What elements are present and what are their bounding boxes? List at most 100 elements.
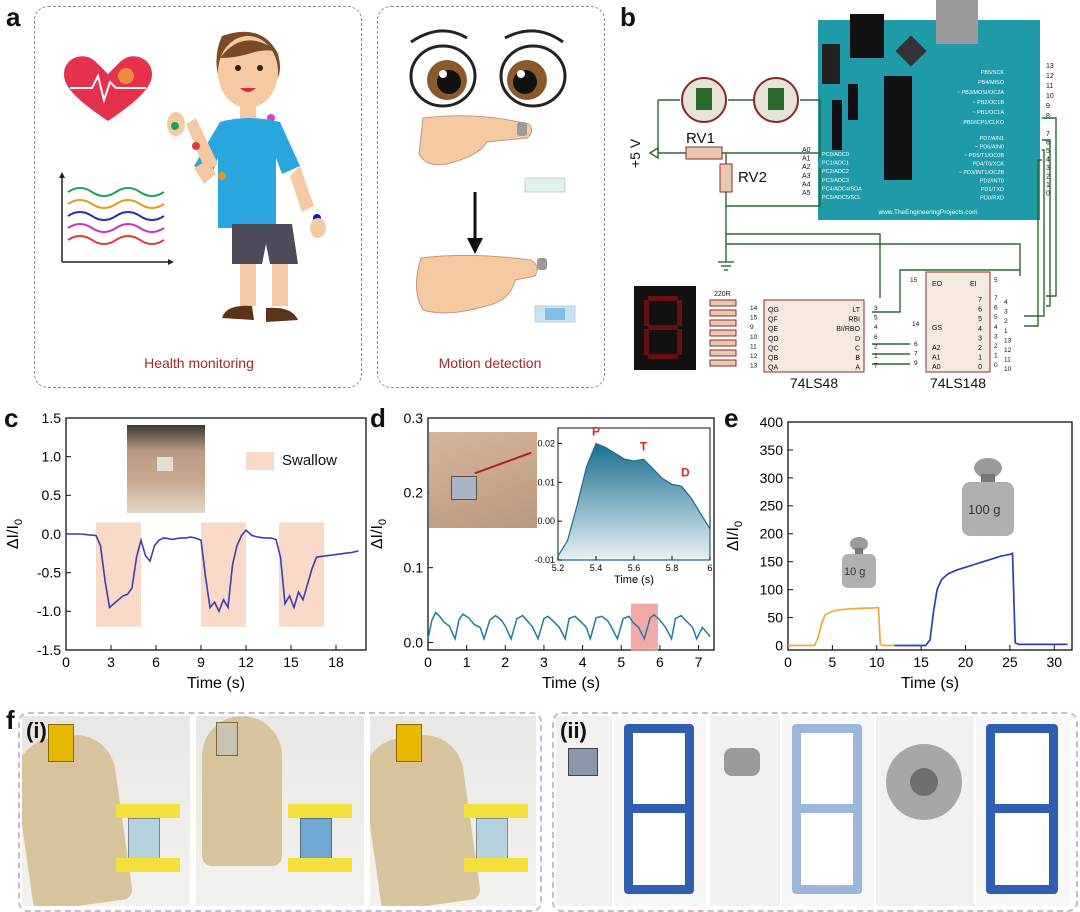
- encoder-pin-number: 2: [1004, 318, 1008, 325]
- weight-photo-100g: [876, 716, 974, 906]
- signal-waveforms-icon: [59, 172, 174, 265]
- decoder-pin-number: 14: [750, 305, 758, 312]
- highlight-region: [630, 603, 658, 651]
- decoder-pin-number: 3: [874, 305, 878, 312]
- circuit-schematic: A0PC0/ADC0A1PC1/ADC1A2PC2/ADC2A3PC3/ADC3…: [627, 0, 1057, 391]
- decoder-pin-label: QG: [768, 307, 779, 314]
- arduino-pin-A2: A2: [802, 164, 811, 171]
- arduino-pin-label: PD2/INT0: [980, 179, 1004, 185]
- motion-detection-box: [377, 6, 605, 388]
- decoder-pin-label: RBI: [848, 317, 860, 324]
- arduino-pin-A3: A3: [802, 173, 811, 180]
- supply-label: +5 V: [627, 138, 643, 168]
- boy-illustration: [167, 31, 326, 322]
- decoder-pin-label: B: [855, 355, 860, 362]
- swallow-legend-swatch: [246, 452, 274, 470]
- health-monitoring-caption: Health monitoring: [144, 355, 254, 371]
- inset-x-tick-label: 5.2: [552, 563, 565, 573]
- arduino-pin-A4: A4: [802, 181, 811, 188]
- weight-100g-label: 100 g: [968, 502, 1001, 517]
- panel-f-i-frame: [18, 712, 542, 912]
- arduino-pin-label: PC2/ADC2: [822, 169, 849, 175]
- encoder-pin-number: 3: [994, 333, 998, 340]
- arduino-pin-label: PC5/ADC5/SCL: [822, 195, 861, 201]
- y-tick-label: 0.3: [404, 410, 424, 426]
- decoder-pin-label: QA: [768, 365, 778, 372]
- arduino-pin-label: ~ PD5/T1/OC0B: [964, 153, 1004, 159]
- inset-y-tick-label: 0.01: [537, 477, 555, 487]
- x-tick-label: 30: [1046, 654, 1062, 670]
- x-tick-label: 15: [283, 654, 299, 670]
- y-tick-label: -1.5: [37, 642, 61, 658]
- y-tick-label: -0.5: [37, 565, 61, 581]
- y-tick-label: 0.5: [42, 487, 62, 503]
- arduino-pin-A5: A5: [802, 190, 811, 197]
- resistor-array: [709, 299, 737, 367]
- y-tick-label: 150: [760, 554, 784, 570]
- decoder-pin-label: QD: [768, 336, 779, 343]
- encoder-input-label: 7: [978, 297, 982, 304]
- encoder-chip: [925, 271, 991, 373]
- panel-label-e: e: [724, 403, 739, 433]
- inset-peak-label: P: [592, 425, 600, 439]
- arduino-pin-label: PC3/ADC3: [822, 178, 849, 184]
- x-tick-label: 1: [463, 654, 471, 670]
- x-tick-label: 0: [424, 654, 432, 670]
- encoder-pin-number: 6: [994, 305, 998, 312]
- decoder-pin-number: 9: [750, 324, 754, 331]
- inset-area: [557, 442, 711, 561]
- y-axis-label: ΔI/I0: [725, 521, 745, 551]
- finger-photo-2: [196, 716, 364, 906]
- y-tick-label: 0.2: [404, 485, 424, 501]
- arduino-pin-number: 8: [1046, 113, 1050, 120]
- arduino-pin-number: 4: [1046, 157, 1050, 164]
- x-tick-label: 5: [828, 654, 836, 670]
- decoder-pin-number: 12: [750, 353, 758, 360]
- decoder-pin-label: C: [855, 345, 860, 352]
- swallow-region: [201, 522, 246, 627]
- x-tick-label: 25: [1002, 654, 1018, 670]
- weight-100g-icon: [962, 458, 1014, 536]
- decoder-pin-number: 2: [874, 343, 878, 350]
- weight-10g-icon: [842, 537, 876, 588]
- weight-photo-10g: [710, 716, 780, 906]
- ldr-sensor-1: [681, 77, 727, 123]
- x-tick-label: 18: [328, 654, 344, 670]
- encoder-pin-label: EI: [970, 281, 977, 288]
- y-tick-label: 0.1: [404, 560, 424, 576]
- encoder-pin-number: 2: [994, 343, 998, 350]
- x-tick-label: 0: [62, 654, 70, 670]
- encoder-pin-number: 5: [994, 314, 998, 321]
- x-tick-label: 12: [238, 654, 254, 670]
- finger-photo-1: [22, 716, 190, 906]
- x-tick-label: 7: [695, 654, 703, 670]
- throat-sensor-photo: [127, 425, 205, 513]
- panel-label-a: a: [6, 2, 21, 32]
- encoder-pin-number: 13: [1004, 337, 1012, 344]
- plot-frame: [787, 421, 1073, 651]
- heart-icon: [64, 56, 152, 121]
- seven-segment-display: [634, 286, 696, 370]
- decoder-pin-label: A: [855, 365, 860, 372]
- subpanel-label-f-ii: (ii): [560, 718, 587, 743]
- encoder-input-label: 1: [978, 355, 982, 362]
- weight-series-line-2: [894, 552, 1068, 647]
- encoder-pin-number: 4: [1004, 299, 1008, 306]
- arduino-pin-number: 5: [1046, 148, 1050, 155]
- rv1-label: RV1: [686, 130, 715, 147]
- arduino-pin-label: PC0/ADC0: [822, 152, 849, 158]
- arduino-pin-label: PD7/AIN1: [980, 136, 1004, 142]
- decoder-pin-label: BI/RBO: [836, 326, 860, 333]
- motion-detection-illustration: [409, 29, 576, 323]
- y-tick-label: 0.0: [42, 526, 62, 542]
- y-tick-label: 0.0: [404, 634, 424, 650]
- y-tick-label: 350: [760, 442, 784, 458]
- encoder-pin-number: 4: [994, 324, 998, 331]
- encoder-input-label: 3: [978, 335, 982, 342]
- seven-seg-photo-1: [614, 716, 706, 906]
- arduino-pin-A1: A1: [802, 156, 811, 163]
- encoder-pins: EO15EI57654321074635241313212111010GS14A…: [910, 277, 1012, 373]
- finger-bent-icon: [416, 254, 576, 323]
- decoder-pin-number: 6: [874, 334, 878, 341]
